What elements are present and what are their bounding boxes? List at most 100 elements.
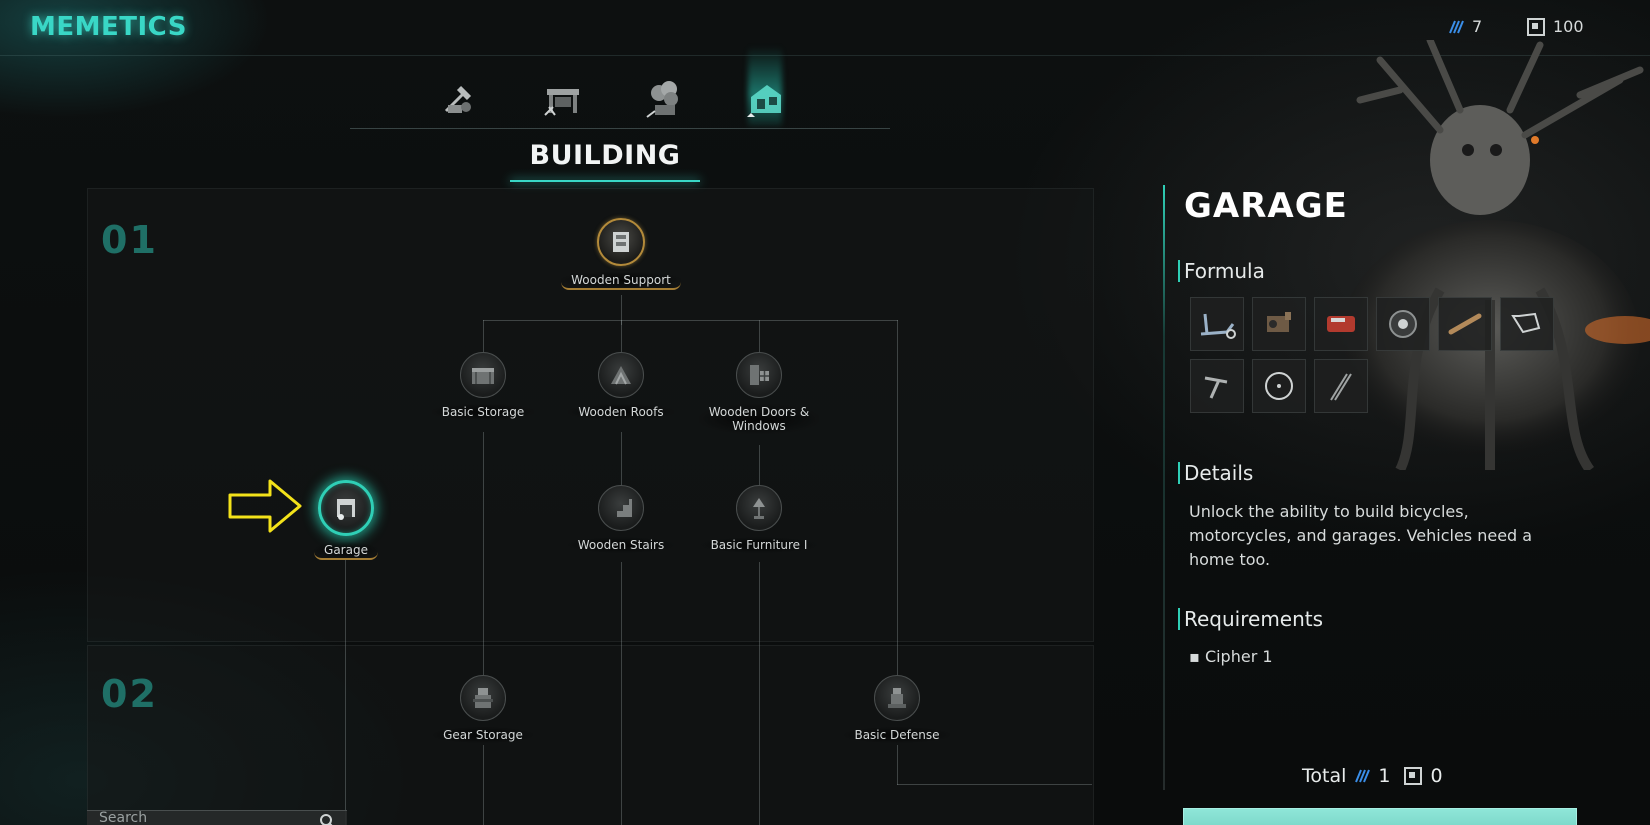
node-garage[interactable]: Garage [266,480,426,560]
connector [759,445,760,492]
requirement-item: ▪ Cipher 1 [1189,647,1273,666]
connector [483,745,484,825]
tabs-divider [350,128,890,129]
node-label: Basic Furniture I [700,537,818,553]
top-bar: MEMETICS 7 100 [0,0,1650,56]
node-wooden-support[interactable]: Wooden Support [541,218,701,290]
details-text: Unlock the ability to build bicycles, mo… [1189,502,1533,569]
node-label: Wooden Stairs [567,537,675,553]
tab-workbench[interactable] [540,76,586,122]
node-wooden-doors-windows[interactable]: Wooden Doors &Windows [679,352,839,434]
tire-icon [1265,372,1293,400]
node-wooden-roofs[interactable]: Wooden Roofs [541,352,701,420]
detail-accent-rule [1163,185,1165,790]
door-window-icon [736,352,782,398]
cipher-currency: 7 [1448,17,1482,36]
node-label-line1: Wooden Doors & [708,405,810,419]
connector [621,562,622,825]
points-count: 100 [1553,17,1584,36]
connector [621,295,622,325]
connector [759,320,760,370]
detail-title: GARAGE [1184,186,1348,226]
storage-crate-icon [460,352,506,398]
search-icon [320,814,333,825]
formula-item-handlebar[interactable] [1190,359,1244,413]
unlock-button[interactable] [1183,808,1577,825]
lamp-icon [736,485,782,531]
connector [897,784,1092,785]
tab-crafting-tools[interactable] [435,76,481,122]
total-label: Total [1302,765,1347,787]
formula-item-fuel-tank[interactable] [1314,297,1368,351]
node-wooden-stairs[interactable]: Wooden Stairs [541,485,701,553]
gear-storage-icon [460,675,506,721]
connector [483,320,484,370]
category-tabs [350,70,890,130]
formula-item-engine[interactable] [1252,297,1306,351]
building-icon [747,85,781,117]
fork-icon [1330,373,1352,401]
section-title: BUILDING [500,140,710,182]
connector [483,432,484,675]
node-label: Wooden Support [561,272,681,290]
total-points-value: 0 [1430,765,1443,787]
total-cipher-value: 1 [1378,765,1391,787]
cipher-icon [1355,769,1371,783]
node-label: Garage [314,542,378,560]
total-cost: Total 1 0 [1302,765,1443,787]
search-input[interactable]: Search [87,810,347,825]
formula-heading: Formula [1178,260,1265,282]
engine-icon [1267,312,1291,332]
requirement-text: Cipher 1 [1204,647,1273,666]
details-heading: Details [1178,462,1253,484]
annotation-arrow-icon [228,479,302,533]
bicycle-frame-icon [1511,312,1541,334]
roof-icon [598,352,644,398]
app-title: MEMETICS [30,12,187,42]
formula-item-fork[interactable] [1314,359,1368,413]
planting-icon [646,81,678,118]
requirements-heading: Requirements [1178,608,1323,630]
stairs-icon [598,485,644,531]
wooden-support-icon [597,218,645,266]
workbench-icon [544,89,579,116]
points-icon [1404,767,1423,785]
cipher-icon [1449,20,1464,33]
connector [621,432,622,492]
garage-icon [318,480,374,536]
node-label: Basic Storage [431,404,535,420]
formula-item-wheel-hub[interactable] [1376,297,1430,351]
bullet-icon: ▪ [1189,647,1205,666]
exhaust-icon [1448,313,1482,335]
tab-building[interactable] [742,76,788,122]
node-gear-storage[interactable]: Gear Storage [403,675,563,743]
node-basic-furniture[interactable]: Basic Furniture I [679,485,839,553]
formula-item-exhaust[interactable] [1438,297,1492,351]
connector [621,320,622,370]
connector [483,320,898,321]
creature-artwork [1340,40,1650,470]
fuel-tank-icon [1327,316,1355,332]
defense-tower-icon [874,675,920,721]
tab-planting[interactable] [642,76,688,122]
node-label: Gear Storage [433,727,533,743]
formula-item-bicycle-frame[interactable] [1500,297,1554,351]
points-icon [1527,17,1545,36]
node-label-line2: Windows [732,419,786,433]
bike-frame-icon [1200,313,1236,339]
node-basic-defense[interactable]: Basic Defense [817,675,977,743]
tier-label-02: 02 [101,672,158,716]
node-label: Basic Defense [844,727,950,743]
search-placeholder: Search [99,810,148,825]
cipher-count: 7 [1472,17,1483,36]
node-label: Wooden Roofs [568,404,674,420]
connector [345,560,346,825]
formula-item-tire[interactable] [1252,359,1306,413]
formula-item-frame[interactable] [1190,297,1244,351]
node-label: Wooden Doors &Windows [698,404,820,434]
connector [897,745,898,785]
wheel-hub-icon [1389,310,1417,338]
node-basic-storage[interactable]: Basic Storage [403,352,563,420]
crafting-tools-icon [444,85,472,113]
